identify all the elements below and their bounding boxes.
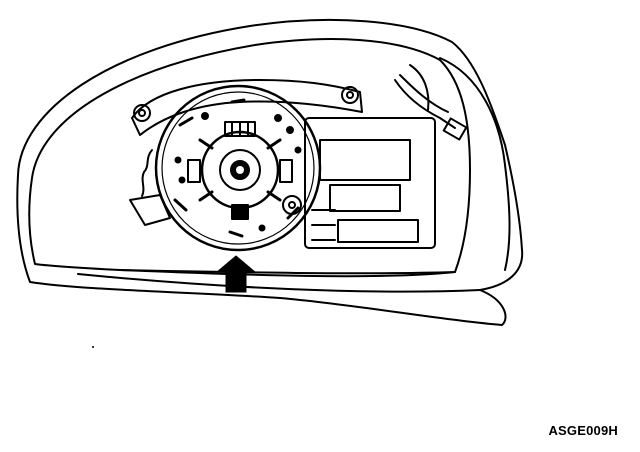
upper-bracket: [131, 79, 363, 136]
bolt-right: [341, 86, 359, 104]
bolt-left: [133, 104, 151, 122]
indicator-arrow: [215, 255, 257, 293]
mirror-housing-outline: [16, 18, 524, 326]
housing-bottom-flare: [77, 273, 481, 293]
cable-coil: [141, 149, 153, 197]
housing-shell-curve: [439, 57, 511, 271]
pivot-clip-bottom: [231, 204, 249, 220]
housing-inner-lip: [28, 38, 471, 275]
actuator-body: [304, 117, 436, 249]
connector-upper: [329, 184, 401, 212]
figure-code-label: ASGE009H: [548, 423, 618, 438]
wire-connector: [442, 117, 468, 141]
lower-bracket: [129, 194, 171, 226]
glass-holder-plate: [154, 84, 322, 252]
connector-lower: [337, 219, 419, 243]
actuator-block: [319, 139, 411, 181]
wiring-harness: [394, 79, 456, 129]
housing-bottom-edge: [119, 269, 456, 278]
plate-boss: [282, 195, 302, 215]
